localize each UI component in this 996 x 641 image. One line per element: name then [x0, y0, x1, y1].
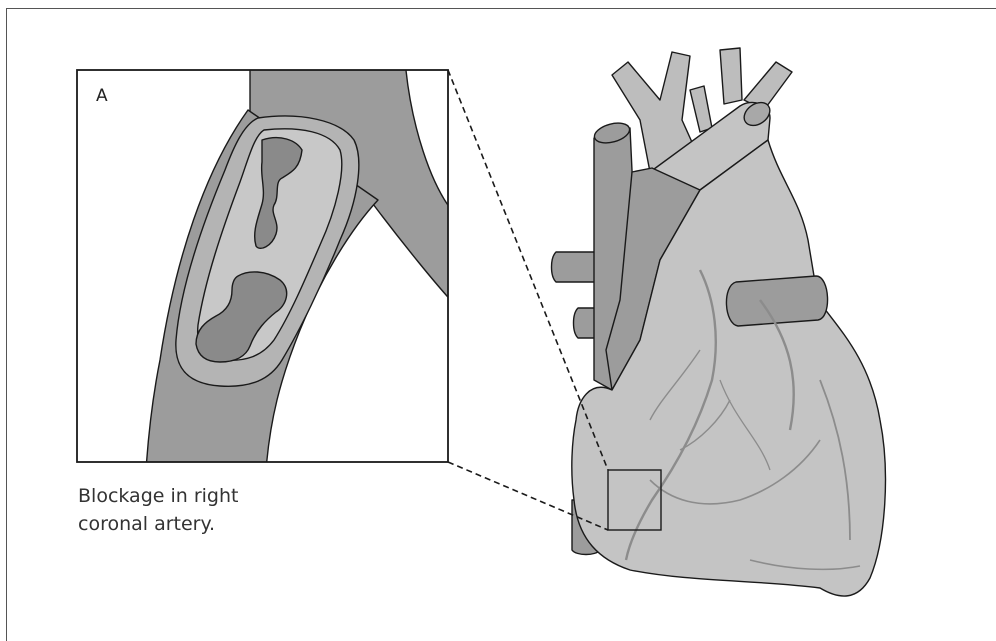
heart-drawing	[552, 48, 886, 596]
caption-line-1: Blockage in right	[78, 482, 378, 510]
middle-branch-vessel	[690, 86, 712, 132]
right-branch-vessel-1	[720, 48, 742, 104]
caption-line-2: coronal artery.	[78, 510, 378, 538]
inset-label: A	[96, 86, 108, 106]
pulmonary-vessel-right	[726, 276, 827, 326]
figure-caption: Blockage in right coronal artery.	[78, 482, 378, 538]
